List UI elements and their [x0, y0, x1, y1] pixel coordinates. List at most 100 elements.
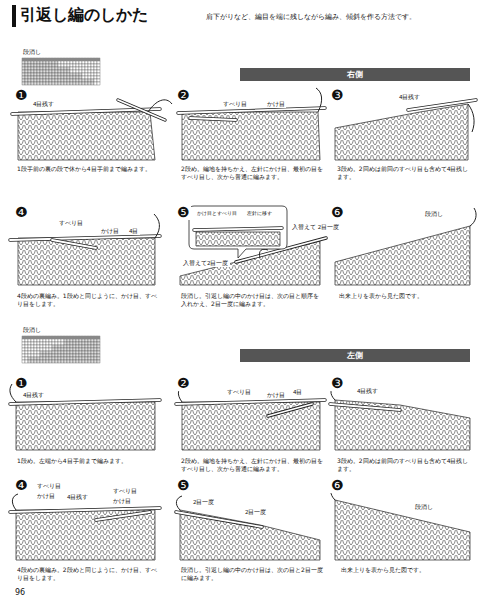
knit-fabric — [16, 402, 155, 450]
stitch-label: すべり目 — [226, 389, 252, 396]
stitch-label: 4目残す — [32, 101, 56, 108]
knitting-needle — [176, 400, 325, 404]
yarn — [176, 496, 182, 510]
short-row-chart — [22, 336, 100, 363]
yarn — [259, 249, 268, 258]
knitting-needle — [194, 228, 282, 230]
knitting-needle — [10, 400, 160, 404]
knit-fabric — [16, 510, 155, 560]
step-number: ❺ — [176, 478, 191, 493]
step-caption: 段消し。引返し編の中のかけ目は、次の目と2目一度に編みます。 — [180, 566, 324, 582]
knit-fabric — [18, 238, 155, 285]
stitch-label: すべり目 — [36, 483, 62, 490]
knit-fabric — [335, 104, 468, 160]
step-caption: 出来上りを表から見た図です。 — [340, 566, 478, 574]
step-number: ❺ — [176, 205, 191, 220]
stitch-label: かけ目 — [100, 228, 120, 235]
stitch-label: かけ目 — [36, 493, 56, 500]
knit-fabric — [18, 112, 155, 160]
stitch-label: 2目一度 — [244, 509, 268, 516]
yarn — [316, 88, 322, 112]
section-title: 右側 — [347, 68, 363, 81]
stitch-label: 段消し — [424, 211, 444, 218]
knitting-needle — [190, 118, 236, 120]
step-number: ❶ — [14, 88, 29, 103]
yarn — [154, 214, 159, 238]
yarn — [148, 100, 172, 112]
step-number: ❻ — [330, 478, 345, 493]
stitch-label: かけ目 — [112, 498, 132, 505]
yarn — [468, 104, 474, 132]
stitch-label: 4目残す — [22, 392, 46, 399]
step-number: ❻ — [330, 205, 345, 220]
stitch-label: 4目残す — [356, 388, 380, 395]
step-caption: 1段手前の裏の段で休から4目手前まで編みます。 — [16, 165, 158, 173]
stitch-label: 入替えて 2目一度 — [291, 224, 340, 231]
knit-fabric — [182, 402, 320, 450]
section-band: 右側 — [240, 68, 470, 81]
step-number: ❶ — [14, 376, 29, 391]
knitting-needle — [10, 236, 160, 240]
knitting-needle — [96, 512, 150, 520]
stitch-label: 4目残す — [398, 94, 422, 101]
title-bar — [12, 5, 16, 27]
knit-fabric — [335, 500, 470, 560]
stitch-label: すべり目 — [112, 488, 138, 495]
knitting-needle — [10, 508, 160, 512]
callout-label: かけ目とすべり目 — [196, 210, 238, 217]
yarn — [12, 494, 18, 510]
knitting-needle — [10, 400, 160, 404]
stitch-label: 4目 — [292, 389, 304, 396]
knitting-needle — [176, 400, 325, 404]
knitting-needle — [118, 100, 165, 120]
knitting-needle — [330, 404, 400, 410]
knitting-needle — [268, 404, 312, 416]
stitch-label: すべり目 — [222, 101, 248, 108]
callout-label: 左針に移す — [246, 210, 273, 217]
knit-fabric — [335, 226, 470, 285]
step-caption: 2段め。編地を持ちかえ、左針にかけ目、最初の目をすべり目し、次から普通に編みます… — [180, 457, 324, 473]
section-title: 左側 — [347, 349, 363, 362]
step-caption: 4段めの裏編み。1段めと同じように、かけ目、すべり目をします。 — [16, 292, 158, 308]
step-number: ❷ — [176, 88, 191, 103]
knitting-needle — [10, 236, 160, 240]
knitting-needle — [52, 240, 96, 248]
short-row-chart — [22, 58, 100, 85]
step-caption: 2段め。編地を持ちかえ、左針にかけ目、最初の目をすべり目し、次から普通に編みます… — [180, 165, 324, 181]
page-number: 96 — [14, 588, 26, 598]
knitting-needle — [10, 508, 160, 512]
step-number: ❸ — [330, 376, 345, 391]
knit-fabric — [196, 232, 280, 246]
stitch-label: すべり目 — [58, 220, 84, 227]
step-caption: 3段め。2回めは前回のすべり目も含めて4目残します。 — [336, 457, 474, 473]
stitch-label: 4目 — [128, 228, 140, 235]
stitch-label: 段消し — [414, 504, 434, 511]
step-number: ❸ — [330, 88, 345, 103]
stitch-label: 入替えて2目一度 — [182, 260, 230, 267]
knitting-needle — [408, 100, 476, 110]
step-caption: 1段め。左端から4目手前まで編みます。 — [16, 457, 158, 465]
stitch-label: かけ目 — [266, 101, 286, 108]
step-caption: 4段めの裏編み。2段めと同じように、かけ目、すべり目をします。 — [16, 566, 158, 582]
step-number: ❷ — [176, 376, 191, 391]
stitch-label: 4目残す — [66, 494, 90, 501]
stitch-label: 2目一度 — [192, 499, 216, 506]
knitting-needle — [96, 512, 150, 520]
knitting-needle — [408, 100, 476, 110]
knitting-needle — [190, 118, 236, 120]
yarn — [470, 208, 476, 226]
step-number: ❹ — [14, 205, 29, 220]
step-caption: 段消し。引返し編の中のかけ目は、次の目と順序を入れかえ、2目一度に編みます。 — [180, 292, 324, 308]
step-caption: 3段め。2回めは前回のすべり目も含めて4目残します。 — [336, 165, 474, 181]
knitting-needle — [194, 228, 282, 230]
knitting-needle — [52, 240, 96, 248]
subtitle: 肩下がりなど、編目を端に残しながら編み、傾斜を作る方法です。 — [205, 13, 417, 21]
knitting-needle — [330, 404, 400, 410]
step-caption: 出来上りを表から見た図です。 — [338, 292, 476, 300]
chart-label: 段消し — [22, 327, 42, 334]
knitting-needle — [178, 108, 325, 113]
knitting-needle — [178, 108, 325, 113]
chart-label: 段消し — [22, 49, 42, 56]
knitting-needle — [118, 100, 165, 120]
stitch-label: かけ目 — [266, 392, 286, 399]
